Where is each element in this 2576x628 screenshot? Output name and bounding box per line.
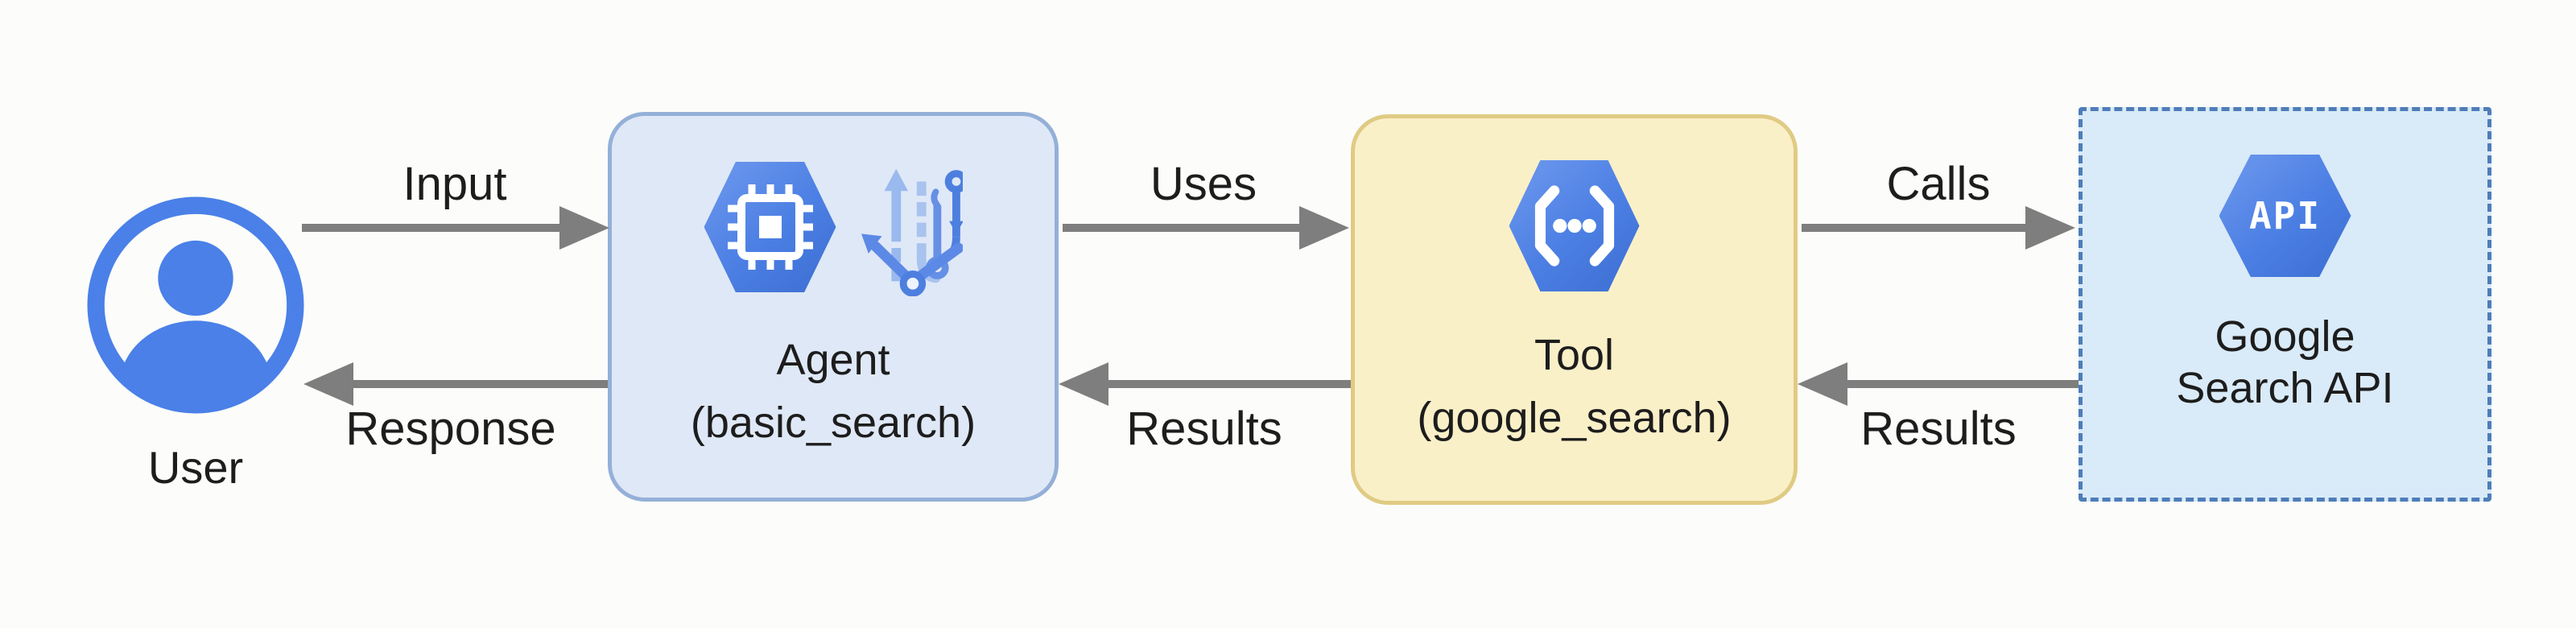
response-label: Response [345, 403, 556, 455]
results-arrowhead-icon [1059, 362, 1108, 406]
uses-arrow-shaft [1063, 224, 1302, 232]
tool-brackets-hexagon-icon [1509, 160, 1640, 291]
response-arrow-shaft [350, 380, 608, 388]
calls-arrow-shaft [1802, 224, 2029, 232]
agent-chip-hexagon-icon [704, 162, 836, 292]
api-title-line1: Google [2215, 312, 2355, 361]
agent-title: Agent [776, 336, 890, 384]
api-hexagon-icon: API [2219, 155, 2351, 277]
input-label: Input [402, 158, 507, 210]
user-icon [87, 196, 304, 414]
cpu-chip-icon [727, 184, 813, 270]
uses-arrowhead-icon [1299, 206, 1349, 250]
calls-arrowhead-icon [2025, 206, 2075, 250]
user-label: User [147, 442, 244, 493]
google-search-api-node: API Google Search API [2079, 107, 2491, 502]
input-arrow-shaft [302, 224, 563, 232]
results-api-to-tool-label: Results [1860, 403, 2017, 455]
agent-subtitle: (basic_search) [690, 399, 976, 447]
api-icon-row: API [2219, 155, 2351, 277]
api-icon-text: API [2248, 194, 2322, 238]
agent-node: Agent (basic_search) [608, 112, 1059, 502]
results-arrow-shaft [1105, 380, 1351, 388]
calls-label: Calls [1886, 158, 1991, 210]
tool-node: Tool (google_search) [1351, 114, 1798, 505]
results-tool-to-agent-label: Results [1126, 403, 1282, 455]
results-arrowhead-icon [1798, 362, 1847, 406]
tool-subtitle: (google_search) [1417, 394, 1732, 442]
tool-icon-row [1509, 160, 1640, 291]
input-arrowhead-icon [559, 206, 609, 250]
results-arrow-shaft [1844, 380, 2079, 388]
response-arrowhead-icon [303, 362, 353, 406]
agent-icon-row [704, 158, 963, 296]
tool-title: Tool [1534, 331, 1615, 379]
agent-circuit-branch-icon [861, 168, 963, 296]
uses-label: Uses [1150, 158, 1257, 210]
code-brackets-dots-icon [1534, 185, 1614, 266]
api-title-line2: Search API [2176, 364, 2394, 412]
